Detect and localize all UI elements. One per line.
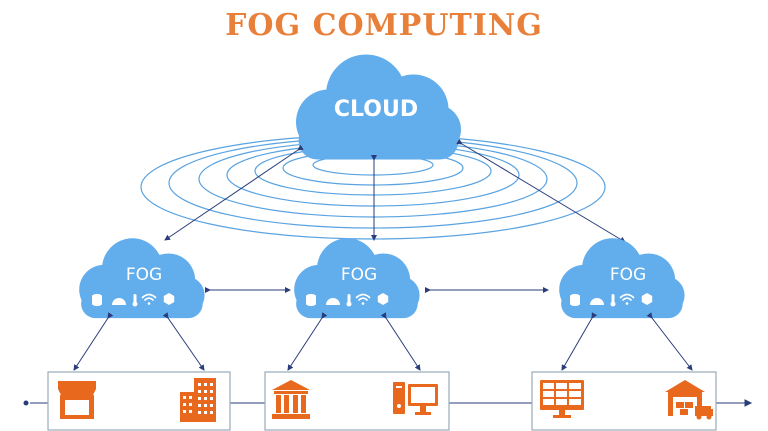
fog-1-to-building-arrow: [162, 312, 205, 371]
fog-3-to-monitor-arrow: [561, 312, 598, 371]
storefront-icon: [58, 381, 96, 419]
cloud-to-fog-1-arrow: [164, 144, 304, 241]
office-building-icon: [180, 378, 216, 422]
desktop-computer-icon: [393, 382, 438, 415]
database-icon: [0, 0, 5, 10]
monitor-dashboard-icon: [540, 380, 584, 418]
cloud-label: CLOUD: [334, 97, 418, 122]
wifi-icon: [44, 0, 60, 9]
fog-device-links: [73, 312, 693, 371]
fog-1-to-store-arrow: [73, 312, 114, 371]
hexagon-icon: [66, 0, 78, 9]
bank-icon: [272, 380, 310, 419]
fog-2-to-bank-arrow: [287, 312, 328, 371]
fog-label: FOG: [126, 265, 162, 285]
fog-2-to-computer-arrow: [380, 312, 421, 371]
thermometer-icon: [35, 0, 41, 11]
fog-node-3: FOG: [559, 238, 685, 319]
cloud-links: [164, 138, 626, 243]
warehouse-truck-icon: [665, 380, 713, 420]
cloud-to-fog-3-arrow: [456, 138, 626, 243]
fog-node-1: FOG: [79, 238, 205, 319]
dome-sensor-icon: [15, 2, 29, 9]
fog-node-2: FOG: [294, 238, 420, 319]
diagram-title: FOG COMPUTING: [225, 8, 543, 43]
fog-3-to-warehouse-arrow: [646, 312, 693, 371]
fog-label: FOG: [610, 265, 646, 285]
fog-label: FOG: [341, 265, 377, 285]
